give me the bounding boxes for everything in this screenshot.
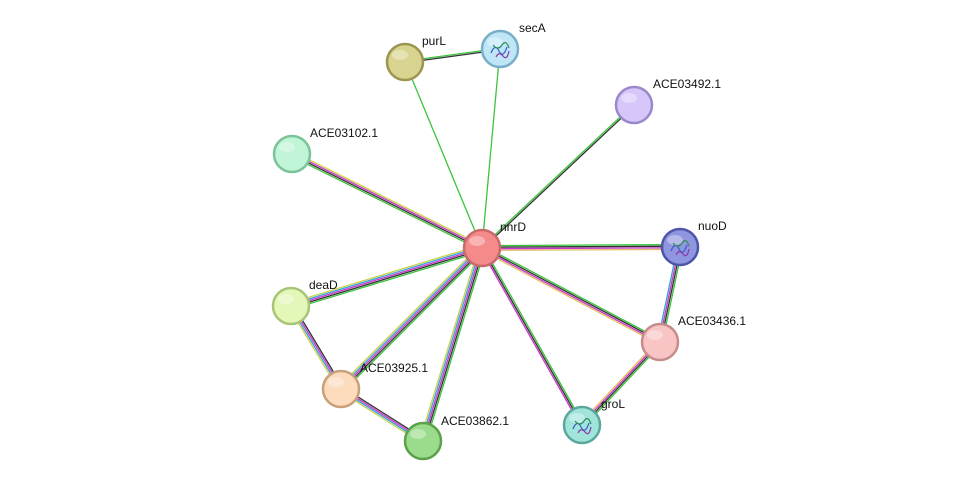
node-circle[interactable] — [462, 228, 502, 268]
node-circle[interactable] — [272, 134, 312, 174]
edge-strand — [482, 246, 584, 425]
edge-nnrd-ace03436-1[interactable] — [480, 245, 662, 345]
edge-strand — [423, 248, 485, 442]
node-ace03925-1[interactable]: ACE03925.1 — [321, 361, 428, 409]
node-ace03862-1[interactable]: ACE03862.1 — [403, 414, 509, 461]
node-label: ACE03492.1 — [653, 77, 721, 91]
node-label: nuoD — [698, 219, 727, 233]
node-purl[interactable]: purL — [385, 34, 446, 82]
edge-strand — [291, 248, 483, 309]
edge-strand — [482, 248, 681, 252]
node-label: secA — [519, 21, 546, 35]
node-dead[interactable]: deaD — [271, 278, 338, 326]
edge-nnrd-nuod[interactable] — [481, 243, 681, 252]
protein-structure-icon — [670, 240, 690, 257]
node-highlight — [469, 236, 485, 246]
node-highlight — [278, 294, 294, 304]
edge-strand — [480, 249, 660, 345]
protein-structure-icon — [572, 418, 592, 435]
edge-nnrd-ace03925-1[interactable] — [338, 245, 485, 392]
node-circle[interactable] — [321, 369, 361, 409]
node-highlight — [667, 235, 683, 245]
node-label: ACE03436.1 — [678, 314, 746, 328]
edge-nnrd-purl[interactable] — [404, 61, 483, 249]
edge-strand — [481, 243, 680, 247]
edge-strand — [404, 61, 483, 249]
node-highlight — [569, 413, 585, 423]
node-circle[interactable] — [660, 227, 700, 267]
node-label: ACE03862.1 — [441, 414, 509, 428]
node-ace03102-1[interactable]: ACE03102.1 — [272, 126, 378, 174]
node-circle[interactable] — [385, 42, 425, 82]
node-highlight — [410, 429, 426, 439]
edge-strand — [481, 247, 583, 426]
node-highlight — [487, 37, 503, 47]
edge-strand — [422, 247, 483, 442]
node-grol[interactable]: groL — [562, 397, 625, 445]
edge-strand — [289, 244, 482, 304]
node-circle[interactable] — [480, 29, 520, 69]
edge-strand — [481, 245, 680, 248]
edge-strand — [482, 247, 681, 250]
edge-strand — [290, 247, 483, 307]
edge-nnrd-grol[interactable] — [480, 246, 584, 427]
node-circle[interactable] — [640, 322, 680, 362]
node-circle[interactable] — [403, 421, 443, 461]
edge-strand — [291, 154, 482, 250]
edge-strand — [340, 247, 483, 390]
edge-strand — [482, 105, 635, 250]
edge-strand — [482, 245, 662, 341]
edge-strand — [341, 248, 484, 391]
edge-strand — [481, 248, 660, 344]
node-label: ACE03925.1 — [360, 361, 428, 375]
edge-strand — [338, 245, 481, 388]
protein-structure-icon — [490, 42, 510, 59]
node-nuod[interactable]: nuoD — [660, 219, 727, 267]
node-label: purL — [422, 34, 446, 48]
node-label: nnrD — [500, 220, 526, 234]
edge-strand — [480, 248, 582, 427]
edge-strand — [290, 245, 482, 306]
node-circle[interactable] — [562, 405, 602, 445]
edge-strand — [482, 246, 661, 342]
node-circle[interactable] — [271, 286, 311, 326]
node-circle[interactable] — [614, 85, 654, 125]
node-highlight — [279, 142, 295, 152]
edge-strand — [290, 155, 482, 251]
edge-nnrd-dead[interactable] — [289, 244, 484, 310]
edge-strand — [425, 248, 486, 443]
node-nnrd[interactable]: nnrD — [462, 220, 526, 268]
node-highlight — [328, 377, 344, 387]
edge-nnrd-seca[interactable] — [481, 48, 501, 249]
node-ace03436-1[interactable]: ACE03436.1 — [640, 314, 746, 362]
node-highlight — [621, 93, 637, 103]
edge-strand — [292, 152, 483, 248]
edge-strand — [291, 250, 484, 310]
node-label: groL — [601, 397, 625, 411]
edge-strand — [292, 151, 484, 247]
node-highlight — [392, 50, 408, 60]
edge-strand — [420, 247, 482, 441]
edge-nnrd-ace03862-1[interactable] — [419, 246, 486, 443]
edge-strand — [339, 246, 482, 389]
node-label: deaD — [309, 278, 338, 292]
node-highlight — [647, 330, 663, 340]
edge-strand — [419, 246, 480, 441]
edge-strand — [342, 249, 485, 392]
node-label: ACE03102.1 — [310, 126, 378, 140]
edge-strand — [481, 48, 501, 249]
node-seca[interactable]: secA — [480, 21, 546, 69]
node-ace03492-1[interactable]: ACE03492.1 — [614, 77, 721, 125]
edge-nnrd-ace03492-1[interactable] — [481, 103, 635, 250]
edge-nnrd-ace03102-1[interactable] — [290, 151, 484, 251]
edge-strand — [481, 103, 634, 248]
